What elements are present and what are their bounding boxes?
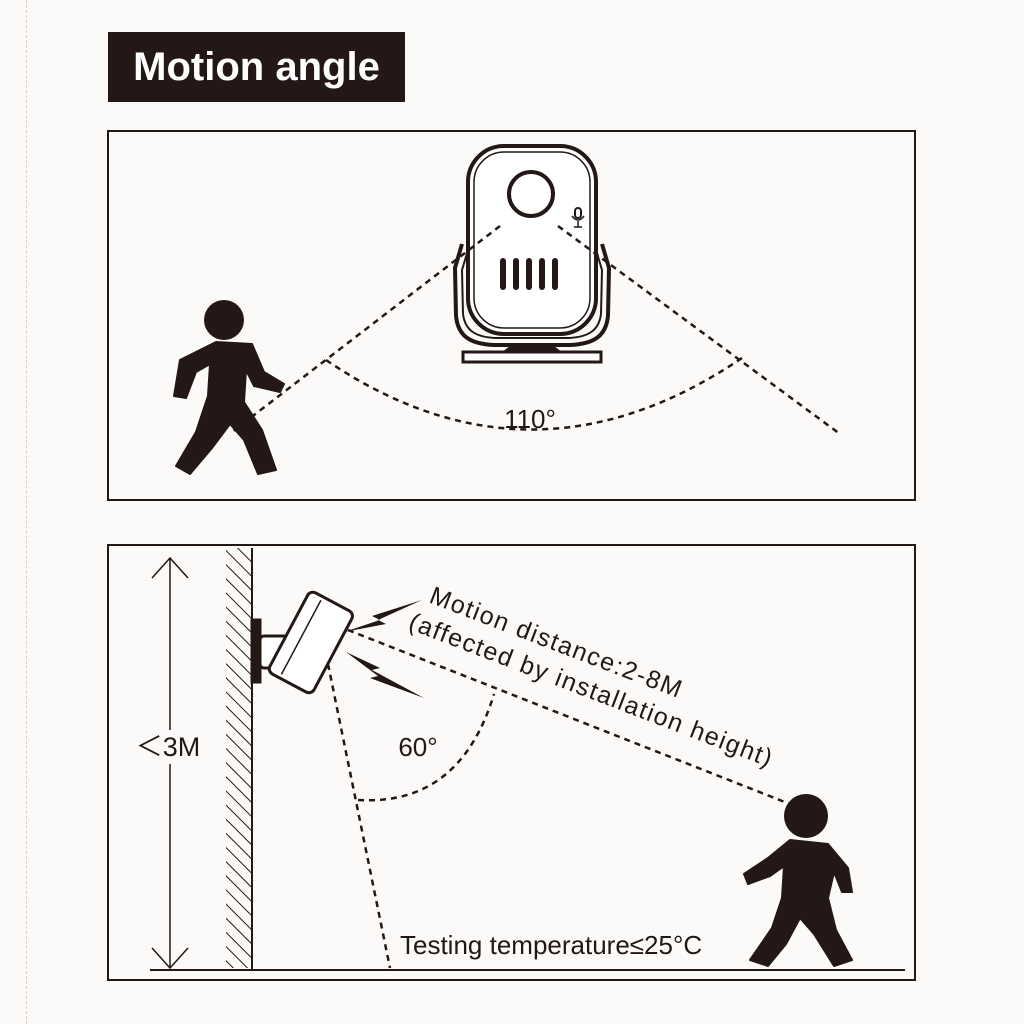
bottom-panel-frame	[107, 544, 916, 981]
bottom-angle-label: 60°	[398, 732, 437, 762]
signal-lightning-icon	[344, 600, 424, 698]
motion-sensor-icon	[452, 144, 612, 364]
height-label: ＜3M	[136, 732, 201, 762]
top-angle-label: 110°	[504, 404, 556, 434]
detection-zone-top	[231, 224, 841, 436]
microphone-icon	[571, 207, 585, 228]
temperature-label: Testing temperature≤25°C	[400, 930, 702, 960]
distance-line-2: (affected by installation height)	[405, 608, 777, 773]
wall-sensor-icon	[250, 590, 354, 695]
height-label-bg	[126, 730, 210, 764]
page-edge-line	[26, 0, 27, 1024]
walking-person-icon	[173, 300, 285, 475]
top-panel-frame	[107, 130, 916, 501]
detection-zone-bottom	[326, 628, 801, 969]
title-banner: Motion angle	[108, 32, 405, 102]
walking-person-icon	[743, 794, 853, 967]
page-title: Motion angle	[133, 44, 380, 89]
wall	[226, 548, 253, 970]
